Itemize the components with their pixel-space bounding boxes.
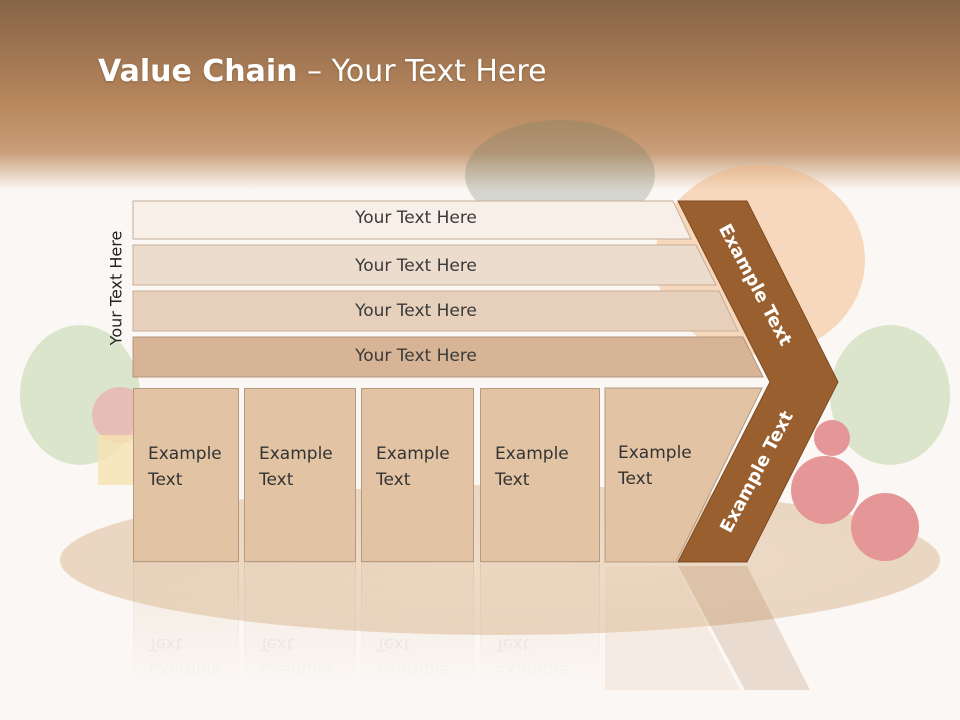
- column-line2: Text: [259, 470, 294, 490]
- support-row-shape-1: [132, 200, 692, 240]
- value-chevron: [677, 200, 839, 563]
- primary-column-5-reflection: [605, 566, 740, 690]
- primary-column-shape-5: [604, 387, 763, 563]
- support-row-shape-4: [132, 336, 764, 378]
- support-row-shape-3: [132, 290, 739, 332]
- column-line1: Example: [259, 444, 333, 464]
- column-line2: Text: [495, 470, 530, 490]
- title-rest: – Your Text Here: [297, 54, 547, 89]
- title-bold: Value Chain: [98, 54, 298, 89]
- support-row-shape-2: [132, 244, 717, 286]
- support-row-label: Your Text Here: [355, 256, 477, 276]
- column-line2: Text: [618, 469, 653, 489]
- value-chevron-reflection: [678, 566, 810, 690]
- column-line1: Example: [618, 443, 692, 463]
- column-line2: Text: [376, 470, 411, 490]
- column-line1: Example: [148, 444, 222, 464]
- column-line1: Example: [376, 444, 450, 464]
- support-row-label: Your Text Here: [355, 346, 477, 366]
- column-line2: Text: [148, 470, 183, 490]
- support-row-label: Your Text Here: [355, 301, 477, 321]
- support-row-label: Your Text Here: [355, 208, 477, 228]
- page-title: Value Chain – Your Text Here: [98, 54, 547, 89]
- column-line1: Example: [495, 444, 569, 464]
